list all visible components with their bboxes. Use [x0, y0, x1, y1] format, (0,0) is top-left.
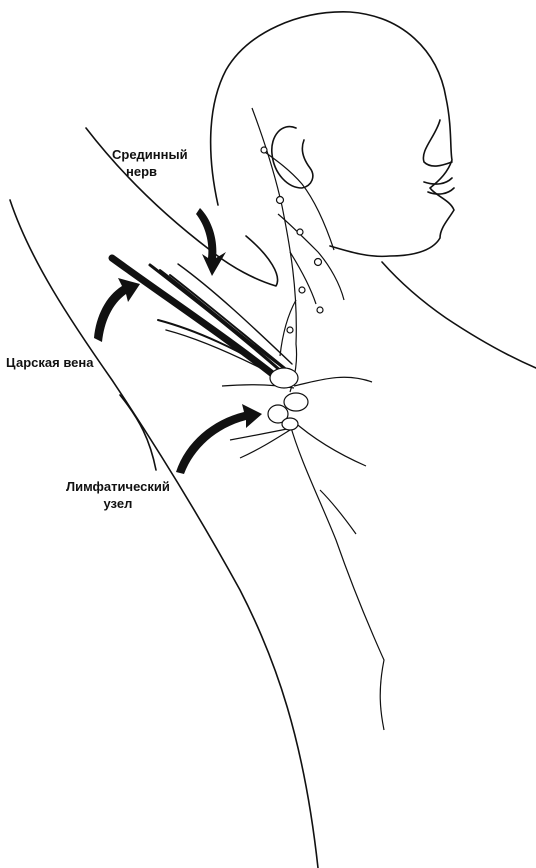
label-lymph-node-line2: узел — [66, 495, 170, 512]
arm-outer-edge — [10, 200, 318, 868]
label-median-nerve: Срединный нерв — [112, 146, 188, 180]
ear — [272, 127, 313, 188]
label-royal-vein: Царская вена — [6, 354, 93, 371]
label-median-nerve-line1: Срединный — [112, 146, 188, 163]
vein-bundle — [112, 258, 292, 380]
label-royal-vein-text: Царская вена — [6, 354, 93, 371]
label-median-nerve-line2: нерв — [112, 163, 188, 180]
arrow-lymph-node — [176, 404, 262, 474]
shoulder-outline — [382, 262, 536, 368]
arrow-royal-vein — [94, 278, 140, 342]
torso-edge — [120, 395, 156, 470]
label-lymph-node-line1: Лимфатический — [66, 478, 170, 495]
pointer-arrows — [94, 208, 262, 474]
label-lymph-node: Лимфатический узел — [66, 478, 170, 512]
head-outline — [211, 12, 454, 257]
